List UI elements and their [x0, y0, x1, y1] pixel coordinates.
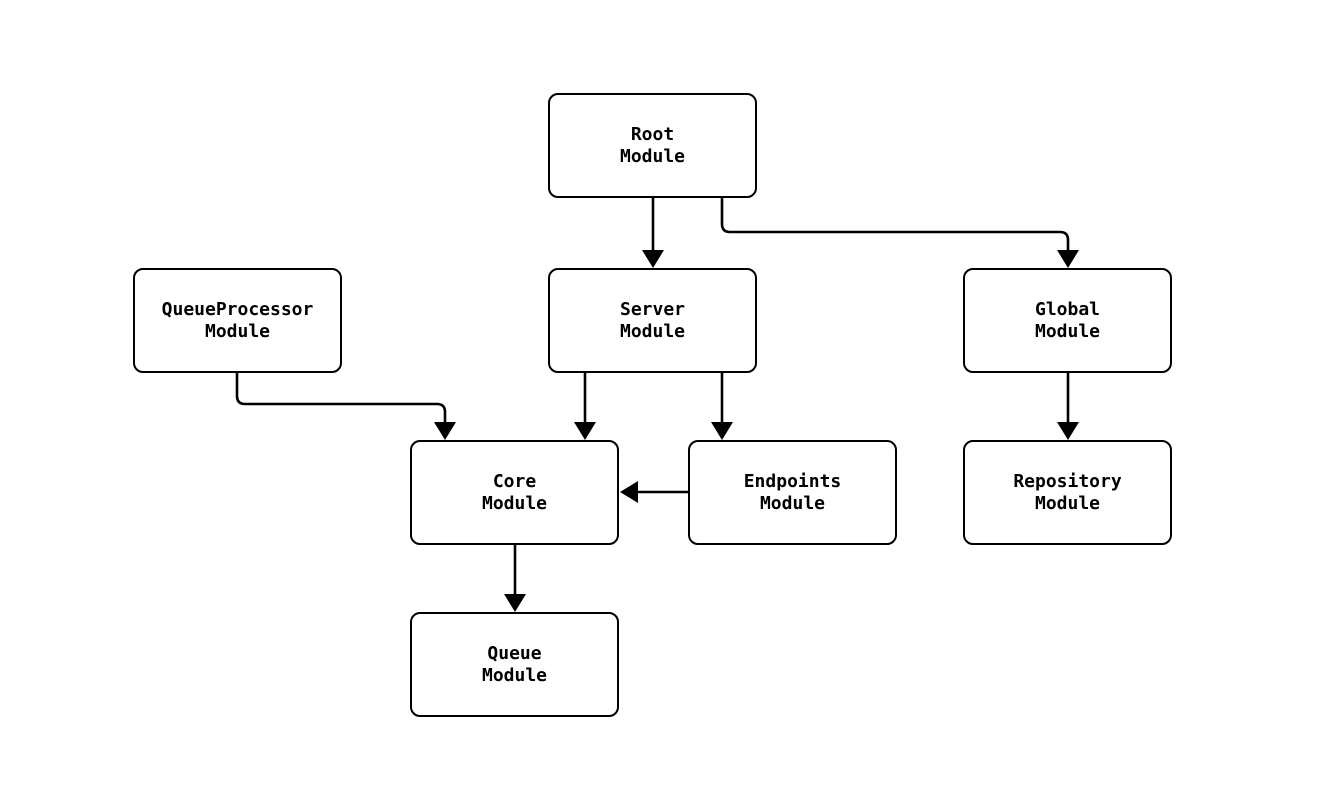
node-queueprocessor-module: QueueProcessor Module — [133, 268, 342, 373]
arrowhead-icon — [574, 422, 596, 440]
edge-endpoints-to-core — [620, 481, 688, 503]
node-label: Core Module — [481, 470, 548, 514]
arrowhead-icon — [642, 250, 664, 268]
node-server-module: Server Module — [548, 268, 757, 373]
node-label: Root Module — [619, 123, 686, 167]
arrowhead-icon — [1057, 250, 1079, 268]
arrowhead-icon — [504, 594, 526, 612]
node-root-module: Root Module — [548, 93, 757, 198]
arrowhead-icon — [711, 422, 733, 440]
edge-server-to-core — [574, 373, 596, 440]
arrowhead-icon — [620, 481, 638, 503]
edge-server-to-endpoints — [711, 373, 733, 440]
edge-core-to-queue — [504, 545, 526, 612]
node-label: Endpoints Module — [743, 470, 842, 514]
node-label: Server Module — [619, 298, 686, 342]
node-core-module: Core Module — [410, 440, 619, 545]
node-global-module: Global Module — [963, 268, 1172, 373]
node-label: Global Module — [1034, 298, 1101, 342]
edge-root-to-global — [720, 198, 1079, 268]
edge-global-to-repository — [1057, 373, 1079, 440]
node-label: QueueProcessor Module — [161, 298, 314, 342]
edge-root-to-server — [642, 198, 664, 268]
node-endpoints-module: Endpoints Module — [688, 440, 897, 545]
arrowhead-icon — [434, 422, 456, 440]
node-repository-module: Repository Module — [963, 440, 1172, 545]
node-queue-module: Queue Module — [410, 612, 619, 717]
edge-queueprocessor-to-core — [235, 373, 456, 440]
arrowhead-icon — [1057, 422, 1079, 440]
node-label: Repository Module — [1013, 470, 1122, 514]
node-label: Queue Module — [481, 642, 548, 686]
